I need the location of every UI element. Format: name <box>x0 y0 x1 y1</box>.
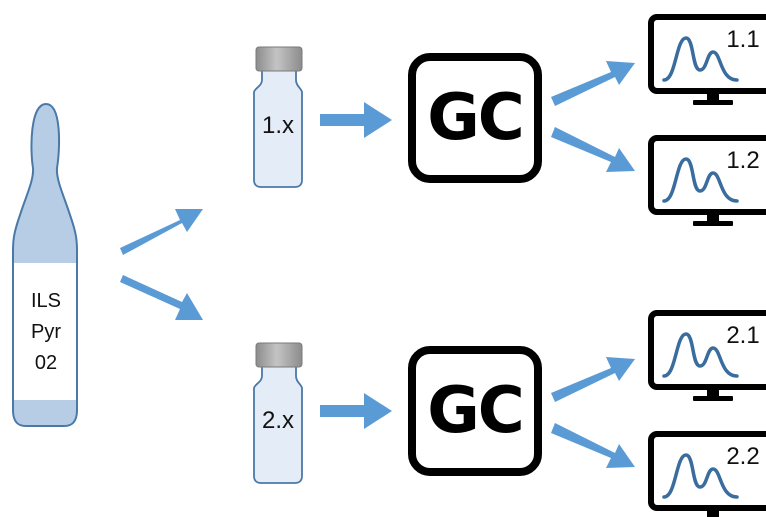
arrow-ampoule-to-vial-1 <box>120 209 203 255</box>
arrow-gc-1-to-monitor-1-1 <box>551 61 635 106</box>
vial-1 <box>253 46 303 188</box>
ampoule-label-line-1: ILS <box>30 290 62 312</box>
vial-1-label: 1.x <box>261 112 294 139</box>
gc-2-box <box>408 346 542 476</box>
gc-2-label: GC <box>427 374 525 448</box>
chromatogram-peaks-icon <box>662 157 739 203</box>
chromatogram-peaks-icon <box>662 36 739 82</box>
arrow-gc-2-to-monitor-2-1 <box>551 357 635 402</box>
monitor-2-1-label: 2.1 <box>726 322 760 349</box>
gc-1-label: GC <box>427 81 525 155</box>
vial-1-cap <box>255 46 303 72</box>
chromatogram-peaks-icon <box>662 453 739 499</box>
arrow-ampoule-to-vial-2 <box>120 275 203 320</box>
arrow-gc-1-to-monitor-1-2 <box>551 127 635 172</box>
monitor-1-1-label: 1.1 <box>726 26 760 53</box>
vial-2-cap <box>255 342 303 368</box>
monitor-2-2 <box>648 431 766 517</box>
arrow-gc-2-to-monitor-2-2 <box>551 423 635 468</box>
chromatogram-peaks-icon <box>662 332 739 378</box>
monitor-1-2 <box>648 135 766 226</box>
vial-2-label: 2.x <box>261 407 294 434</box>
monitor-1-2-label: 1.2 <box>726 147 760 174</box>
arrow-vial-1-to-gc-1 <box>320 102 392 138</box>
ampoule <box>12 102 78 427</box>
arrow-vial-2-to-gc-2 <box>320 393 392 429</box>
ampoule-label-line-3: 02 <box>34 352 58 374</box>
monitor-1-1 <box>648 14 766 105</box>
ampoule-label-line-2: Pyr <box>31 321 61 343</box>
gc-1-box <box>408 53 542 183</box>
monitor-2-2-label: 2.2 <box>726 443 760 470</box>
ampoule-label-band <box>14 263 76 400</box>
monitor-2-1 <box>648 310 766 401</box>
vial-2 <box>253 342 303 484</box>
